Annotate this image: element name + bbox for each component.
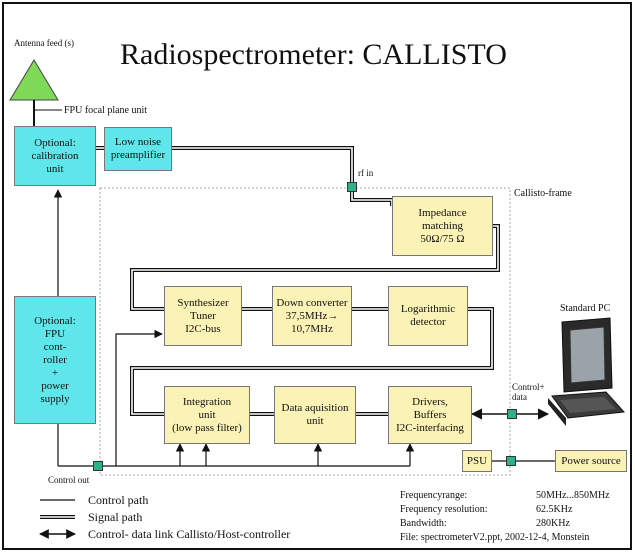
control-out-connector xyxy=(93,461,103,471)
control-out-label: Control out xyxy=(48,475,90,485)
spec-label-bandwidth: Bandwidth: xyxy=(400,518,447,529)
control-data-label: Control+ data xyxy=(512,382,545,402)
logarithmic-detector-block: Logarithmic detector xyxy=(388,286,468,346)
laptop-icon xyxy=(548,317,626,426)
spec-value-frequency-range: 50MHz...850MHz xyxy=(536,490,610,501)
callisto-frame xyxy=(99,187,511,476)
antenna-label: Antenna feed (s) xyxy=(14,38,74,48)
power-connector xyxy=(506,456,516,466)
integration-unit-block: Integration unit (low pass filter) xyxy=(164,386,250,444)
fpu-controller-block: Optional: FPU cont- roller + power suppl… xyxy=(14,296,96,424)
down-converter-block: Down converter 37,5MHz→ 10,7MHz xyxy=(272,286,352,346)
spec-label-frequency-resolution: Frequency resolution: xyxy=(400,504,488,515)
power-source-block: Power source xyxy=(555,450,627,472)
impedance-matching-block: Impedance matching 50Ω/75 Ω xyxy=(392,196,493,256)
data-connector xyxy=(507,409,517,419)
callisto-frame-label: Callisto-frame xyxy=(514,188,572,199)
psu-block: PSU xyxy=(462,450,492,472)
standard-pc-label: Standard PC xyxy=(560,303,611,314)
spec-value-bandwidth: 280KHz xyxy=(536,518,570,529)
rf-in-label: rf in xyxy=(358,168,374,178)
file-note: File: spectrometerV2.ppt, 2002-12-4, Mon… xyxy=(400,532,590,543)
spec-label-frequency-range: Frequencyrange: xyxy=(400,490,468,501)
legend-signal-path: Signal path xyxy=(88,510,143,524)
legend-data-link: Control- data link Callisto/Host-control… xyxy=(88,527,291,541)
page-title: Radiospectrometer: CALLISTO xyxy=(120,38,507,71)
fpu-label: FPU focal plane unit xyxy=(64,105,148,116)
spec-value-frequency-resolution: 62.5KHz xyxy=(536,504,573,515)
legend-control-path: Control path xyxy=(88,493,149,507)
data-acquisition-block: Data aquisition unit xyxy=(274,386,356,444)
rf-in-connector xyxy=(347,182,357,192)
preamplifier-block: Low noise preamplifier xyxy=(104,127,172,171)
antenna-icon xyxy=(9,59,59,101)
synthesizer-tuner-block: Synthesizer Tuner I2C-bus xyxy=(164,286,242,346)
control-path xyxy=(53,189,555,467)
calibration-unit: Optional: calibration unit xyxy=(14,126,96,186)
drivers-buffers-block: Drivers, Buffers I2C-interfacing xyxy=(388,386,472,444)
